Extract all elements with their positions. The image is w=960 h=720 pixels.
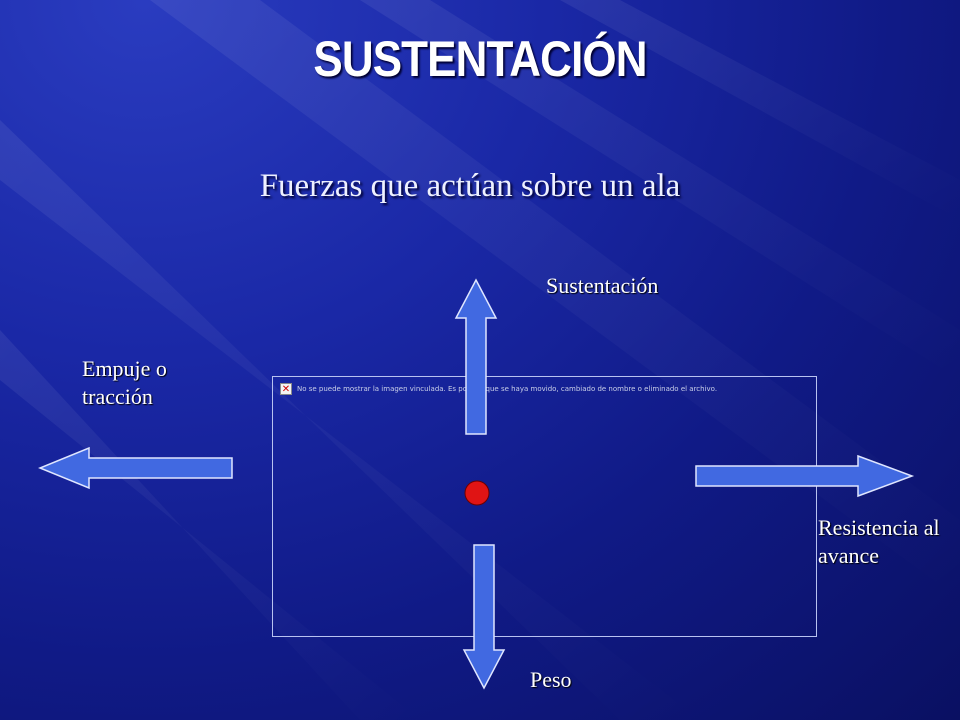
broken-image-text: No se puede mostrar la imagen vinculada.…: [297, 385, 718, 393]
broken-image-placeholder: ✕ No se puede mostrar la imagen vinculad…: [280, 383, 717, 395]
thrust-label: Empuje o tracción: [82, 356, 167, 409]
linked-image-frame: [272, 376, 817, 637]
slide-subtitle: Fuerzas que actúan sobre un ala: [259, 168, 681, 204]
weight-arrow: [462, 544, 506, 690]
weight-label: Peso: [530, 667, 572, 692]
slide-title: SUSTENTACIÓN: [313, 31, 647, 87]
drag-arrow: [695, 454, 915, 498]
center-of-pressure-dot: [464, 480, 490, 506]
drag-label: Resistencia al avance: [818, 515, 940, 568]
lift-label: Sustentación: [546, 273, 659, 298]
thrust-arrow: [38, 446, 233, 490]
lift-arrow: [454, 278, 498, 435]
broken-image-icon: ✕: [280, 383, 292, 395]
